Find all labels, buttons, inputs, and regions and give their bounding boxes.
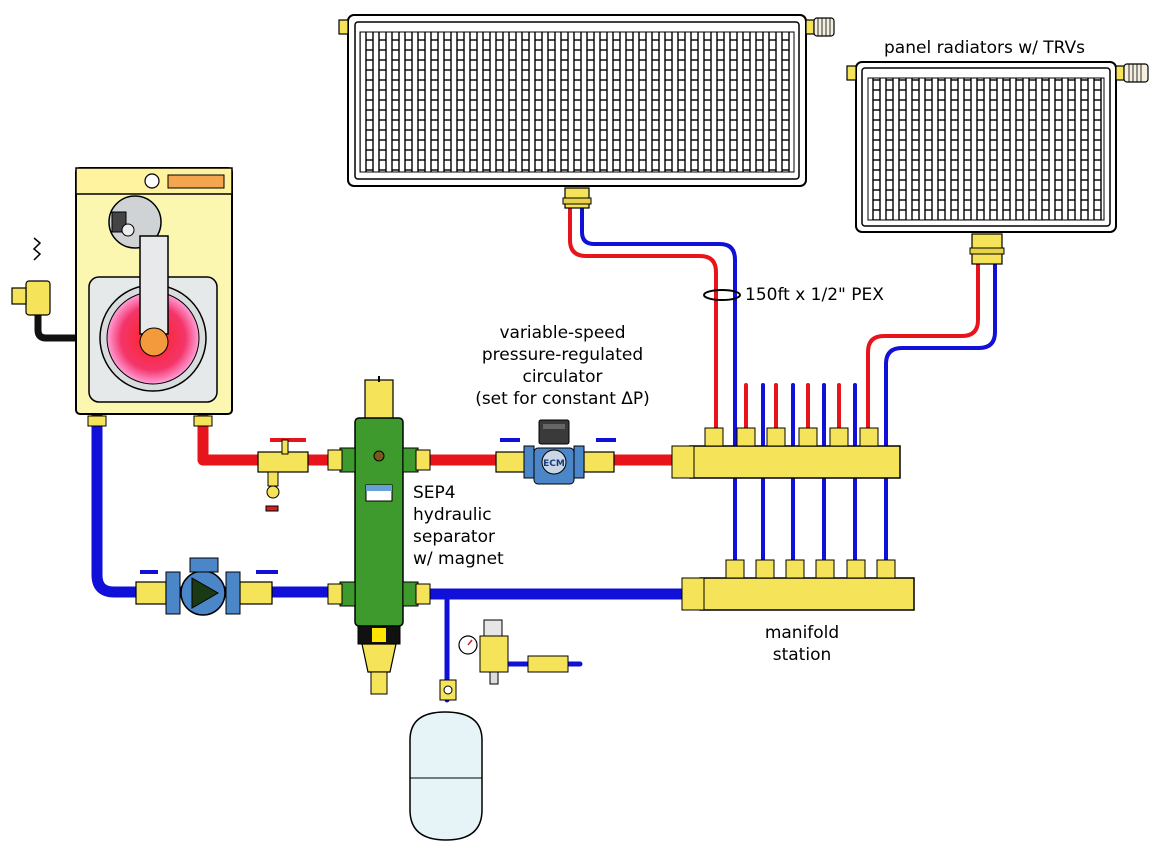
radiator-1-valve-block-icon [562, 187, 592, 209]
radiators-label: panel radiators w/ TRVs [884, 38, 1086, 58]
boiler-fan-icon [108, 195, 162, 249]
pex-length-marker [703, 289, 741, 301]
return-manifold-ports [725, 559, 896, 579]
pump-flow-arrow-icon [191, 577, 220, 609]
circulator-label: variable-speed pressure-regulated circul… [475, 323, 650, 409]
radiator-1-supply-pex [568, 206, 718, 432]
variable-speed-circulator[interactable]: ECM [495, 419, 616, 485]
supply-manifold-ports [704, 427, 879, 447]
boiler-supply-valve-icon[interactable] [257, 438, 309, 512]
boiler-indicator-icon [144, 173, 160, 189]
manifold-station [671, 427, 915, 611]
panel-radiator-2 [846, 61, 1149, 265]
manifold-label: manifold station [764, 623, 840, 665]
expansion-tank [409, 711, 483, 841]
trv-head-2-icon[interactable] [1123, 63, 1149, 83]
radiator-2-supply-pex [866, 260, 980, 432]
separator-label: SEP4 hydraulic separator w/ magnet [413, 483, 504, 569]
boiler [75, 167, 233, 427]
pex-label: 150ft x 1/2" PEX [745, 285, 884, 305]
radiator-2-valve-block-icon [969, 233, 1005, 265]
radiator-1-return-pex [580, 206, 737, 562]
boiler-return-pipe [91, 392, 346, 598]
tank-isolation-valve-icon[interactable] [439, 679, 457, 701]
ecm-badge: ECM [543, 459, 565, 469]
boiler-circulator-pump[interactable] [135, 557, 278, 616]
trv-head-1-icon[interactable] [813, 17, 835, 37]
makeup-water-assembly[interactable] [458, 619, 569, 685]
boiler-gas-line [34, 311, 80, 342]
boiler-display [167, 174, 225, 189]
radiator-2-return-pex [884, 260, 997, 562]
relief-valve-icon[interactable] [11, 237, 51, 316]
panel-radiator-1 [338, 14, 835, 209]
hydraulic-separator [327, 376, 431, 695]
